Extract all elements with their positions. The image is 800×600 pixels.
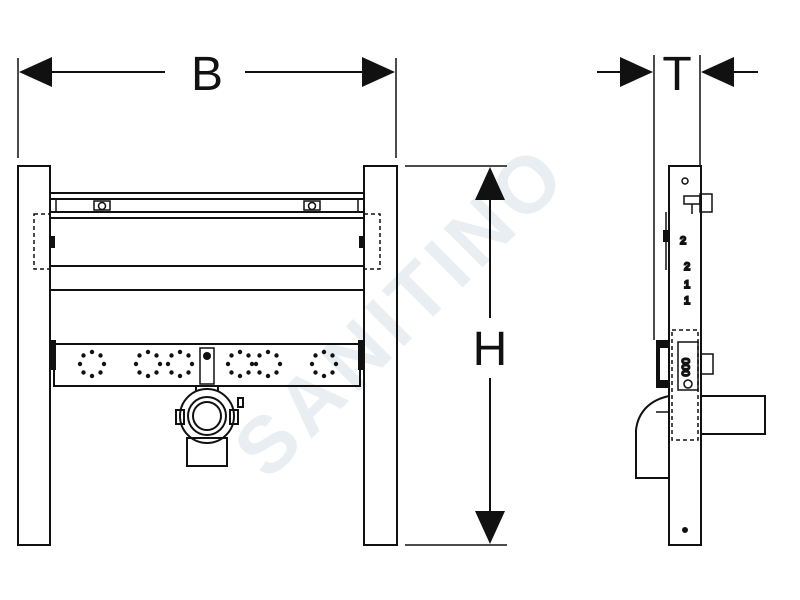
- plate-hole: [89, 373, 95, 379]
- side-outlet-pipe: [635, 395, 766, 479]
- plate-hole: [321, 373, 327, 379]
- watermark: SANITINO: [217, 127, 584, 494]
- front-view: [17, 57, 507, 546]
- plate-hole: [274, 370, 279, 375]
- plate-hole: [137, 353, 142, 358]
- plate-hole: [81, 353, 86, 358]
- plate-hole: [229, 370, 234, 375]
- width-label: B: [191, 48, 223, 101]
- arrow-up-icon: [475, 167, 505, 200]
- plate-hole: [154, 370, 159, 375]
- plate-hole: [186, 370, 191, 375]
- side-mark: 2: [680, 235, 686, 247]
- plate-hole: [145, 373, 151, 379]
- plate-hole: [133, 361, 139, 367]
- plate-hole: [177, 373, 183, 379]
- side-upright: [668, 165, 702, 546]
- plate-hole: [333, 361, 339, 367]
- side-plate-outline: [671, 329, 699, 441]
- plate-hole: [177, 349, 183, 355]
- plate-hole: [169, 370, 174, 375]
- plate-hole: [313, 353, 318, 358]
- plate-hole: [157, 361, 163, 367]
- arrow-right-icon: [620, 57, 653, 87]
- plate-hole: [137, 370, 142, 375]
- bracket-outline: [33, 213, 381, 270]
- plate-hole: [257, 370, 262, 375]
- plate-hole: [249, 361, 255, 367]
- plate-hole: [277, 361, 283, 367]
- plate-hole: [154, 353, 159, 358]
- middle-rail: [50, 265, 364, 291]
- plate-hole: [237, 349, 243, 355]
- arrow-left-icon: [701, 57, 734, 87]
- watermark-text: SANITINO: [217, 127, 584, 494]
- side-top-bracket: [683, 193, 713, 214]
- plate-hole: [246, 353, 251, 358]
- plate-hole: [257, 353, 262, 358]
- top-rail: [50, 192, 364, 219]
- height-dimension: [405, 165, 507, 546]
- plate-hole: [189, 361, 195, 367]
- width-dimension: [17, 57, 397, 158]
- plate-hole: [186, 353, 191, 358]
- side-marks: 2 2 1 1: [679, 234, 691, 308]
- plate-hole: [169, 353, 174, 358]
- side-mark: 1: [684, 279, 690, 291]
- plate-hole: [77, 361, 83, 367]
- outlet-elbow: [175, 386, 244, 467]
- height-label: H: [473, 323, 508, 376]
- plate-hole: [313, 370, 318, 375]
- plate-hole: [330, 353, 335, 358]
- side-mark: 2: [684, 261, 690, 273]
- side-mark: 1: [684, 295, 690, 307]
- plate-hole: [145, 349, 151, 355]
- mounting-plate: [50, 340, 364, 387]
- plate-hole: [98, 370, 103, 375]
- plate-hole: [253, 361, 259, 367]
- plate-hole: [89, 349, 95, 355]
- plate-hole: [101, 361, 107, 367]
- plate-hole: [321, 349, 327, 355]
- arrow-down-icon: [475, 511, 505, 544]
- plate-hole: [274, 353, 279, 358]
- plate-hole: [237, 373, 243, 379]
- plate-hole: [165, 361, 171, 367]
- plate-hole: [81, 370, 86, 375]
- side-mark: 000: [679, 358, 691, 376]
- plate-hole: [229, 353, 234, 358]
- plate-hole: [246, 370, 251, 375]
- plate-hole: [265, 373, 271, 379]
- side-clamp: [656, 340, 714, 388]
- hole-pattern: [77, 349, 339, 379]
- depth-label: T: [662, 48, 691, 101]
- plate-hole: [265, 349, 271, 355]
- arrow-right-icon: [362, 57, 395, 87]
- plate-hole: [330, 370, 335, 375]
- side-view: 2 2 1 1 000: [597, 55, 766, 546]
- depth-dimension: [597, 55, 758, 340]
- arrow-left-icon: [19, 57, 52, 87]
- plate-hole: [98, 353, 103, 358]
- plate-hole: [225, 361, 231, 367]
- plate-hole: [309, 361, 315, 367]
